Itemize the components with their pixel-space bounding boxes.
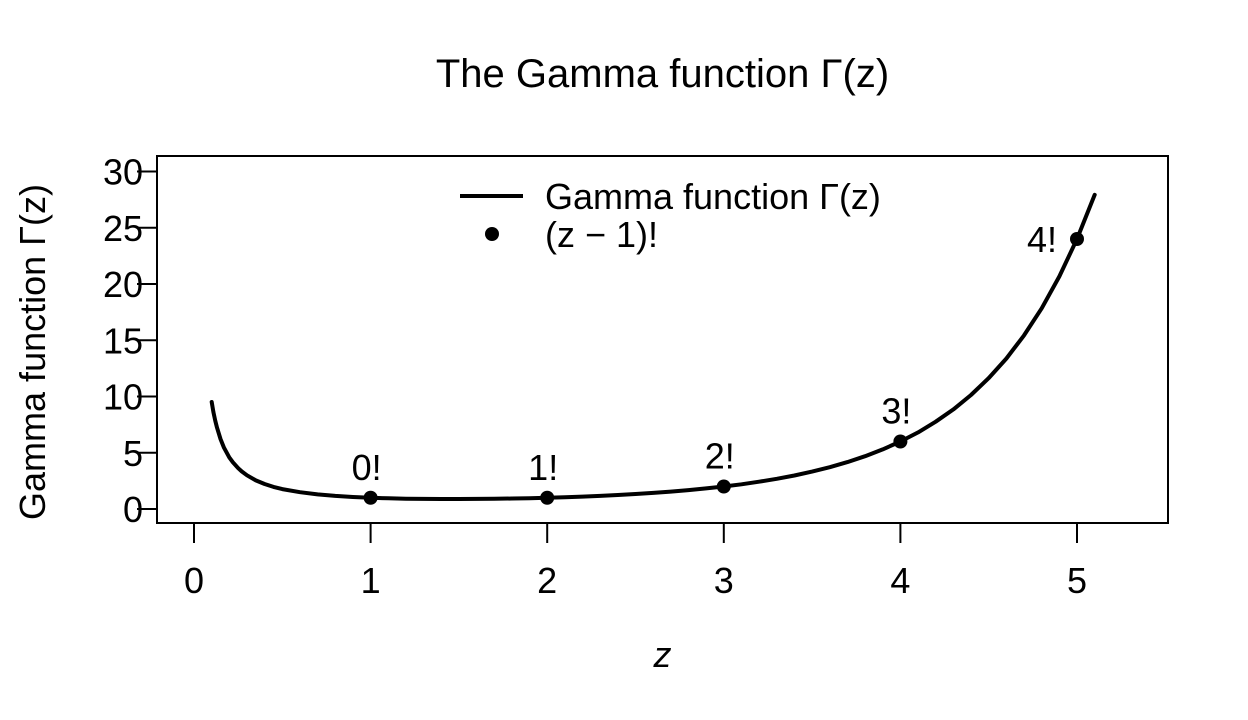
y-tick-label: 0 — [123, 489, 143, 530]
x-axis-label: z — [653, 634, 672, 675]
factorial-point — [716, 479, 731, 494]
legend-point-sample — [485, 227, 499, 241]
y-tick-label: 30 — [103, 152, 143, 193]
legend-label-factorial: (z − 1)! — [545, 214, 658, 255]
factorial-point — [893, 434, 908, 449]
factorial-point-label: 4! — [1027, 219, 1057, 260]
factorial-points: 0! 1! 2! 3! 4! — [352, 219, 1084, 505]
y-axis-ticks: 0 5 10 15 20 25 30 — [103, 152, 157, 530]
factorial-point-label: 3! — [881, 391, 911, 432]
legend-label-gamma-function: Gamma function Γ(z) — [545, 176, 881, 217]
legend: Gamma function Γ(z) (z − 1)! — [460, 176, 881, 255]
y-tick-label: 5 — [123, 433, 143, 474]
factorial-point — [363, 490, 378, 505]
x-tick-label: 2 — [537, 560, 557, 601]
x-tick-label: 1 — [361, 560, 381, 601]
gamma-curve — [209, 192, 1097, 501]
factorial-point — [540, 490, 555, 505]
factorial-point-label: 0! — [352, 447, 382, 488]
x-axis-ticks: 0 1 2 3 4 5 — [184, 523, 1087, 601]
x-tick-label: 4 — [890, 560, 910, 601]
y-axis-label: Gamma function Γ(z) — [12, 184, 53, 520]
x-tick-label: 3 — [714, 560, 734, 601]
factorial-point — [1070, 232, 1084, 246]
factorial-point-label: 1! — [528, 447, 558, 488]
y-tick-label: 15 — [103, 320, 143, 361]
y-tick-label: 25 — [103, 208, 143, 249]
factorial-point-label: 2! — [705, 436, 735, 477]
y-tick-label: 10 — [103, 377, 143, 418]
y-tick-label: 20 — [103, 264, 143, 305]
chart-title: The Gamma function Γ(z) — [435, 52, 890, 96]
x-tick-label: 5 — [1067, 560, 1087, 601]
x-tick-label: 0 — [184, 560, 204, 601]
